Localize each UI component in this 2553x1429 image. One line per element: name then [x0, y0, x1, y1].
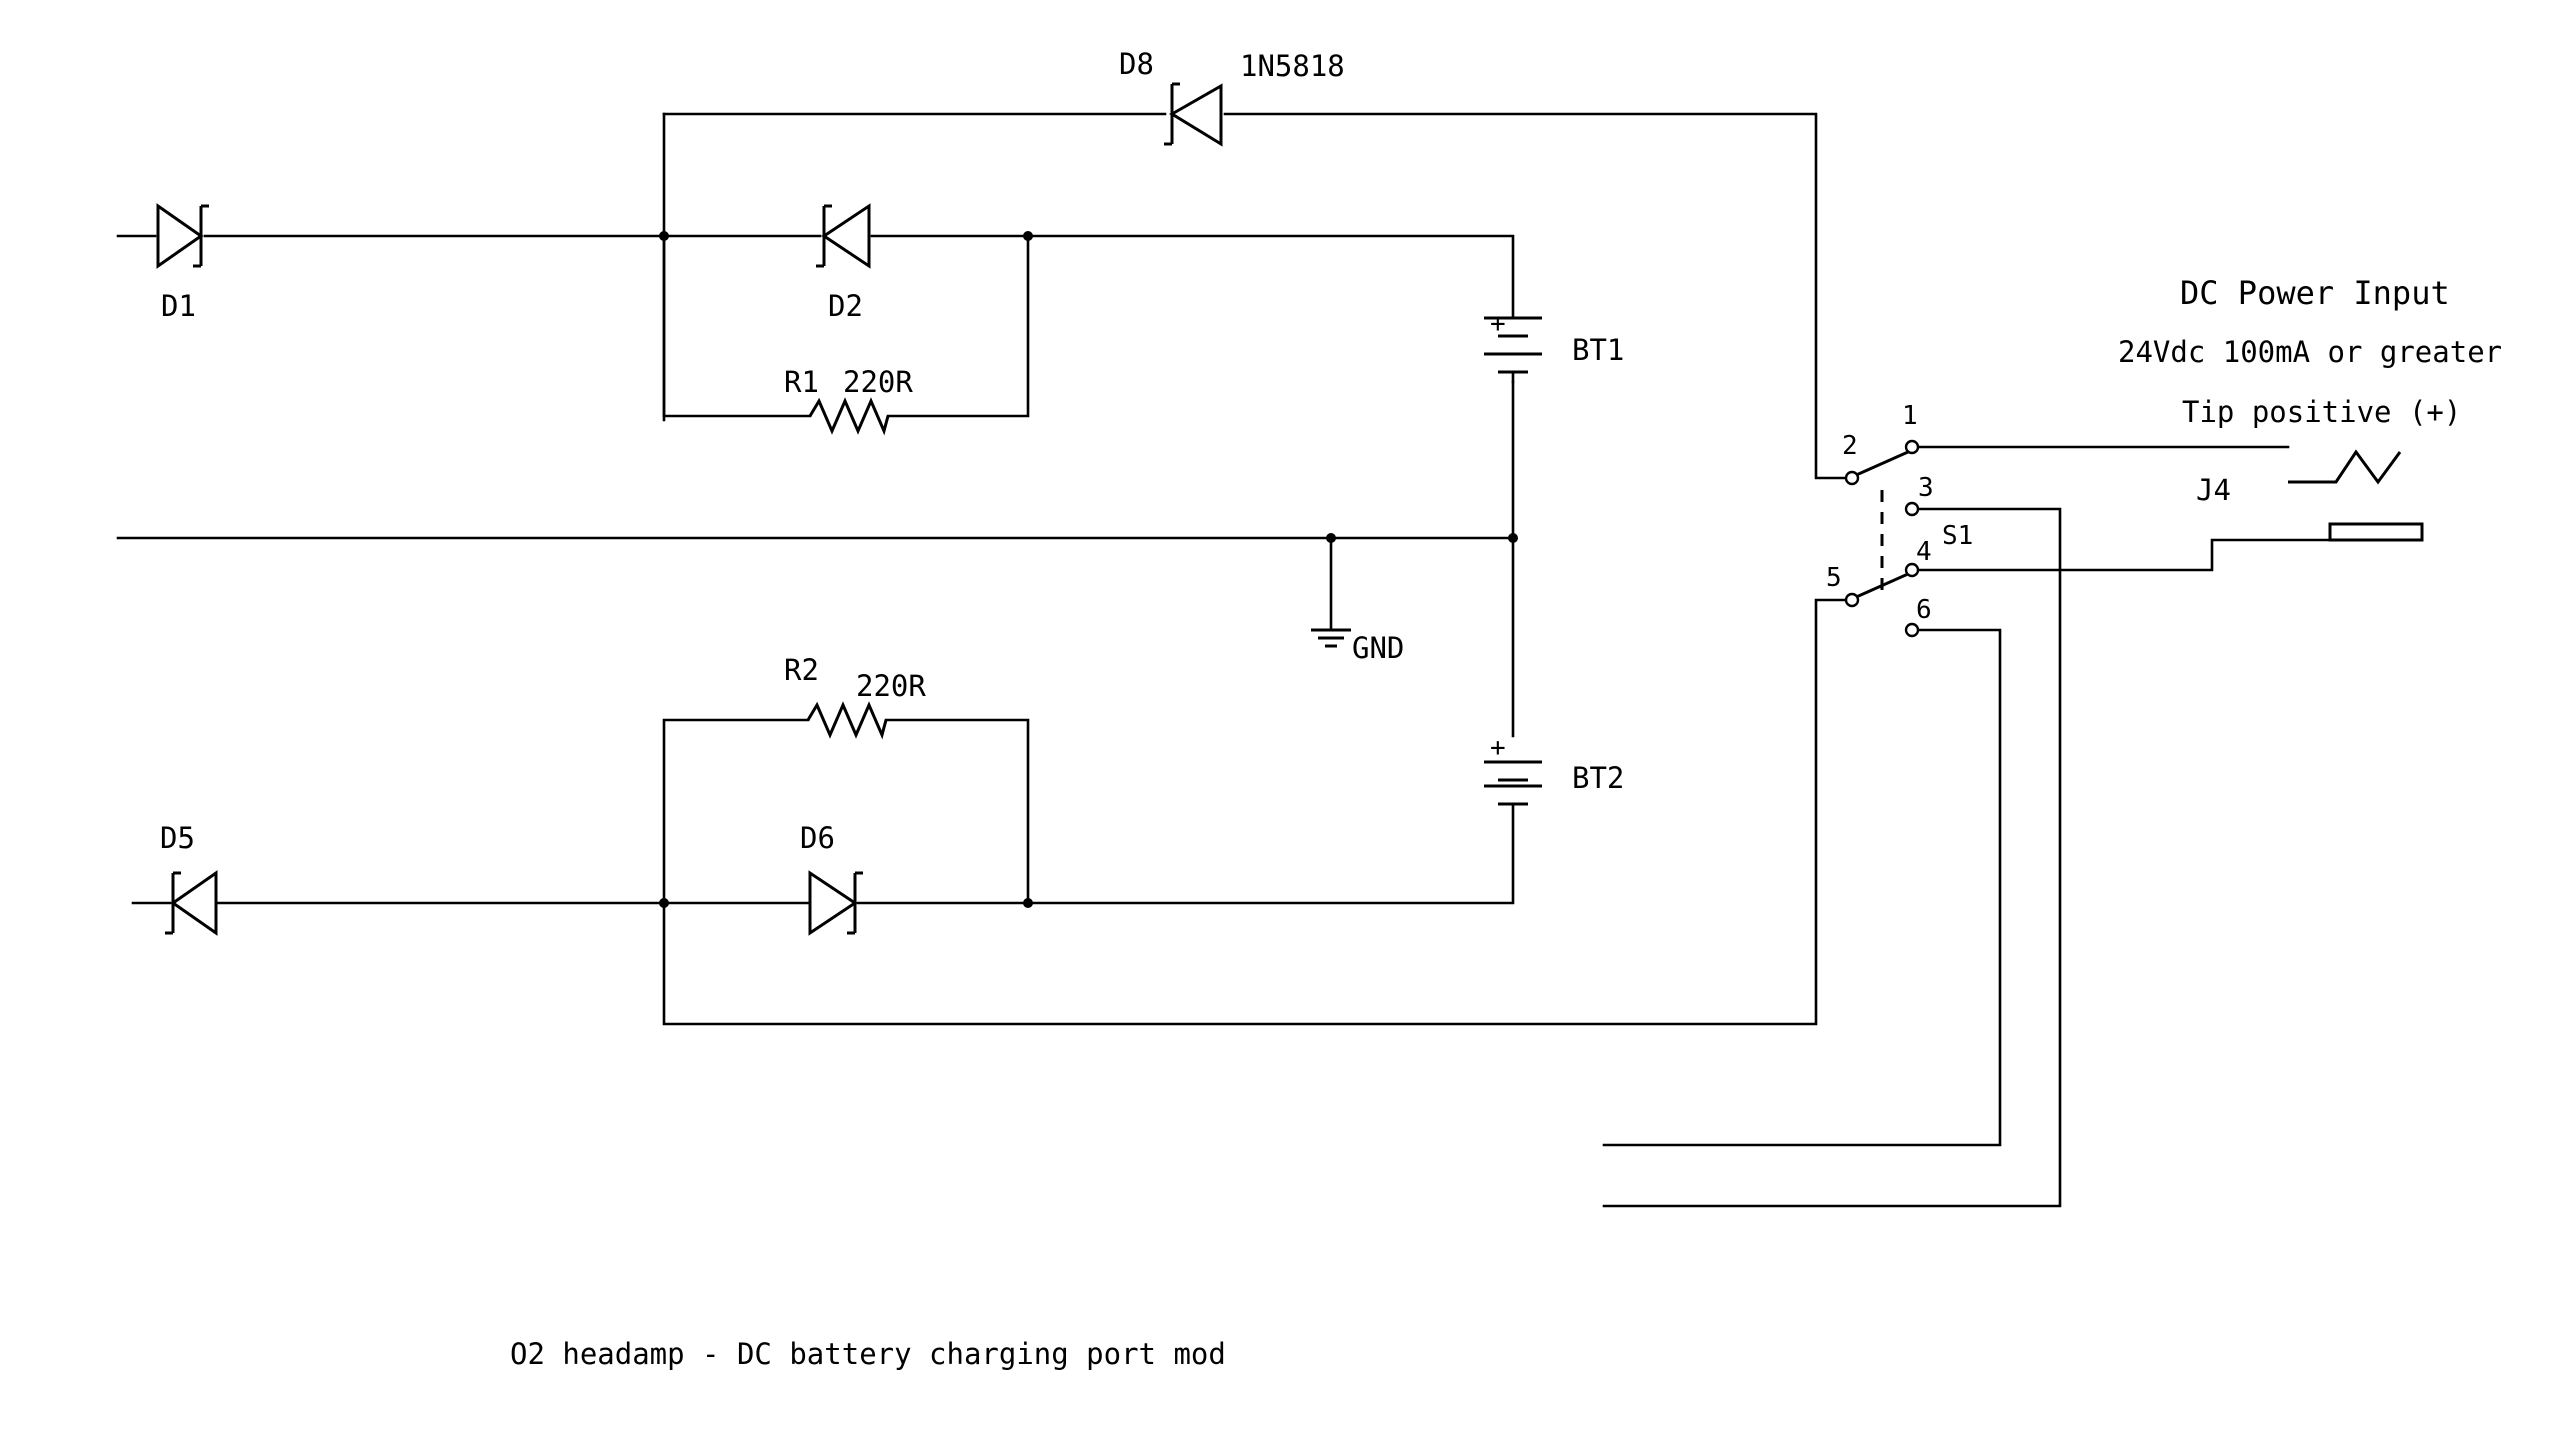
label-switch-pin-6: 6: [1916, 595, 1932, 625]
dc-jack-j4: [2288, 449, 2424, 542]
wire-r1-loop: [662, 234, 1030, 418]
power-input-rating: 24Vdc 100mA or greater: [2118, 335, 2502, 369]
label-d8: D8: [1119, 47, 1154, 81]
label-d1: D1: [161, 289, 196, 323]
power-input-polarity: Tip positive (+): [2182, 395, 2461, 429]
junction-dot: [1023, 898, 1033, 908]
diagram-title: O2 headamp - DC battery charging port mo…: [510, 1337, 1226, 1371]
diode-d2: [816, 203, 871, 269]
switch-s1: [1844, 439, 1920, 638]
label-bt2-plus: +: [1490, 733, 1506, 763]
switch-pin-6: [1904, 622, 1920, 638]
battery-bt1: [1484, 316, 1542, 384]
jack-sleeve: [2328, 522, 2424, 542]
junction-dot: [659, 231, 669, 241]
switch-lever-upper: [1853, 450, 1909, 478]
ground-symbol: [1311, 628, 1351, 648]
label-d6: D6: [800, 821, 835, 855]
label-r1-value: 220R: [843, 365, 913, 399]
switch-pin-2: [1844, 470, 1860, 486]
wire-pin6-out: [1602, 628, 2002, 1147]
label-bt2: BT2: [1572, 761, 1624, 795]
wire-r2-loop: [662, 718, 1030, 905]
wires: [116, 112, 2332, 1208]
diode-d6: [808, 870, 863, 936]
junctions: [659, 231, 1518, 908]
resistor-r2: [806, 701, 888, 740]
label-switch-pin-5: 5: [1826, 563, 1842, 593]
junction-dot: [1508, 533, 1518, 543]
label-switch-pin-2: 2: [1842, 431, 1858, 461]
junction-dot: [1023, 231, 1033, 241]
label-switch-pin-1: 1: [1902, 401, 1918, 431]
label-r2-value: 220R: [856, 669, 926, 703]
switch-pin-1: [1904, 439, 1920, 455]
label-switch-pin-3: 3: [1918, 473, 1934, 503]
label-r1: R1: [784, 365, 819, 399]
switch-pin-4: [1904, 562, 1920, 578]
label-bt1-plus: +: [1490, 309, 1506, 339]
junction-dot: [1326, 533, 1336, 543]
diode-d5: [165, 870, 218, 936]
jack-tip: [2288, 449, 2402, 485]
wire-d8-loop: [662, 112, 1850, 480]
diode-d8: [1164, 82, 1223, 147]
switch-pin-3: [1904, 501, 1920, 517]
wire-d5-line: [131, 802, 1515, 905]
label-d8-part: 1N5818: [1240, 49, 1345, 83]
diode-d1: [156, 203, 209, 269]
resistor-r1: [808, 397, 890, 436]
battery-bt2: [1484, 760, 1542, 806]
wire-bottom-loop: [662, 598, 1850, 1026]
label-r2: R2: [784, 653, 819, 687]
label-bt1: BT1: [1572, 333, 1624, 367]
label-gnd: GND: [1352, 631, 1404, 665]
label-j4: J4: [2196, 473, 2231, 507]
junction-dot: [659, 898, 669, 908]
wire-d1-line: [116, 234, 1515, 320]
wire-pin3-out: [1602, 507, 2062, 1208]
label-s1: S1: [1942, 521, 1973, 551]
power-input-heading: DC Power Input: [2180, 274, 2450, 312]
switch-pin-5: [1844, 592, 1860, 608]
label-d5: D5: [160, 821, 195, 855]
label-switch-pin-4: 4: [1916, 537, 1932, 567]
label-d2: D2: [828, 289, 863, 323]
wire-pin4-jack: [1914, 538, 2332, 572]
